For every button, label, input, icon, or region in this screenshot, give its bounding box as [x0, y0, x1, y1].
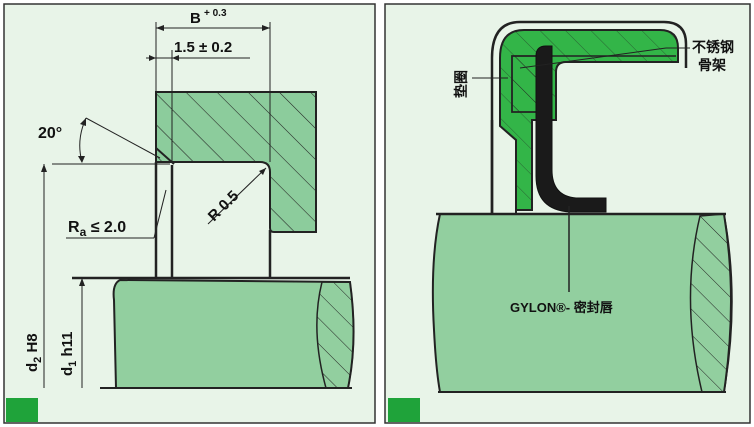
- right-shaft-end: [689, 213, 733, 393]
- roughness-leader: [153, 189, 167, 239]
- d2-arrow: [41, 164, 47, 172]
- dim-width-label: 1.5 ± 0.2: [174, 39, 232, 56]
- radius-leader: [207, 167, 267, 225]
- d1-arrow: [79, 278, 85, 286]
- chamfer-line: [155, 147, 175, 165]
- dim-b-arrow-right: [262, 25, 270, 31]
- lip-label: GYLON®- 密封唇: [510, 300, 614, 315]
- dim-b-label: B: [190, 10, 201, 27]
- shaft-end-cut: [316, 281, 355, 389]
- gasket-label: 垫圈: [453, 70, 469, 98]
- stainless-leader-2: [519, 47, 667, 69]
- dim-b-tolerance: + 0.3: [204, 8, 227, 19]
- d2-label: d2 H8: [24, 333, 44, 372]
- left-panel: B + 0.3 1.5 ± 0.2 20° R 0.5 Ra ≤ 2.0 d2 …: [3, 3, 376, 424]
- stainless-label: 不锈钢: [692, 39, 734, 55]
- gylon-lip: [535, 45, 607, 213]
- radius-arrow: [259, 168, 266, 175]
- casing-outline: [490, 20, 688, 214]
- d1-label: d1 h11: [59, 332, 79, 376]
- roughness-label: Ra ≤ 2.0: [68, 219, 126, 239]
- angle-line: [85, 117, 161, 159]
- housing-hatch: [156, 92, 316, 232]
- dim-width-arrow-left: [149, 55, 156, 61]
- angle-label: 20°: [38, 125, 62, 142]
- right-panel: 不锈钢 骨架 垫圈 GYLON®- 密封唇: [384, 3, 751, 424]
- angle-arrow-bottom: [78, 156, 85, 163]
- dim-width-arrow-right: [172, 55, 179, 61]
- stainless-frame-hatch: [512, 56, 542, 112]
- dim-b-arrow-left: [156, 25, 164, 31]
- left-corner-marker: [6, 398, 38, 422]
- right-corner-marker: [388, 398, 420, 422]
- angle-arrow-top: [80, 118, 86, 126]
- frame-label: 骨架: [698, 57, 726, 73]
